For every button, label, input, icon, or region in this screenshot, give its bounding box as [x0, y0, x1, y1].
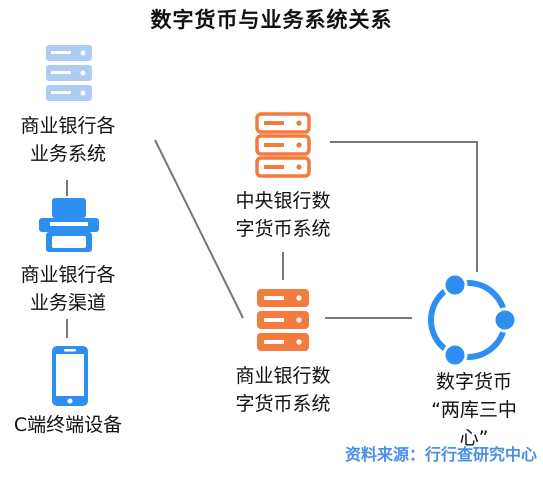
- connector-central-to-two-vaults: [330, 141, 478, 272]
- source-note: 资料来源：行行查研究中心: [344, 445, 537, 464]
- printer-icon: [39, 198, 99, 252]
- bank-business-systems-label: 商业银行各 业务系统: [20, 115, 116, 165]
- bank-dc-system-label: 商业银行数 字货币系统: [235, 365, 331, 415]
- server-icon: [46, 45, 92, 101]
- central-bank-server-icon: [255, 112, 311, 178]
- diagram-title: 数字货币与业务系统关系: [150, 8, 393, 32]
- commercial-bank-server-icon: [257, 289, 309, 351]
- share-network-icon: [428, 272, 518, 368]
- central-bank-dc-system-label: 中央银行数 字货币系统: [235, 190, 331, 240]
- c-terminal-label: C端终端设备: [13, 414, 123, 436]
- bank-business-channels-label: 商业银行各 业务渠道: [20, 264, 116, 314]
- mobile-phone-icon: [52, 346, 88, 406]
- connector-bank-systems-to-bank-dc: [154, 139, 244, 319]
- two-vaults-three-centers-label: 数字货币 “两库三中 心”: [431, 371, 517, 449]
